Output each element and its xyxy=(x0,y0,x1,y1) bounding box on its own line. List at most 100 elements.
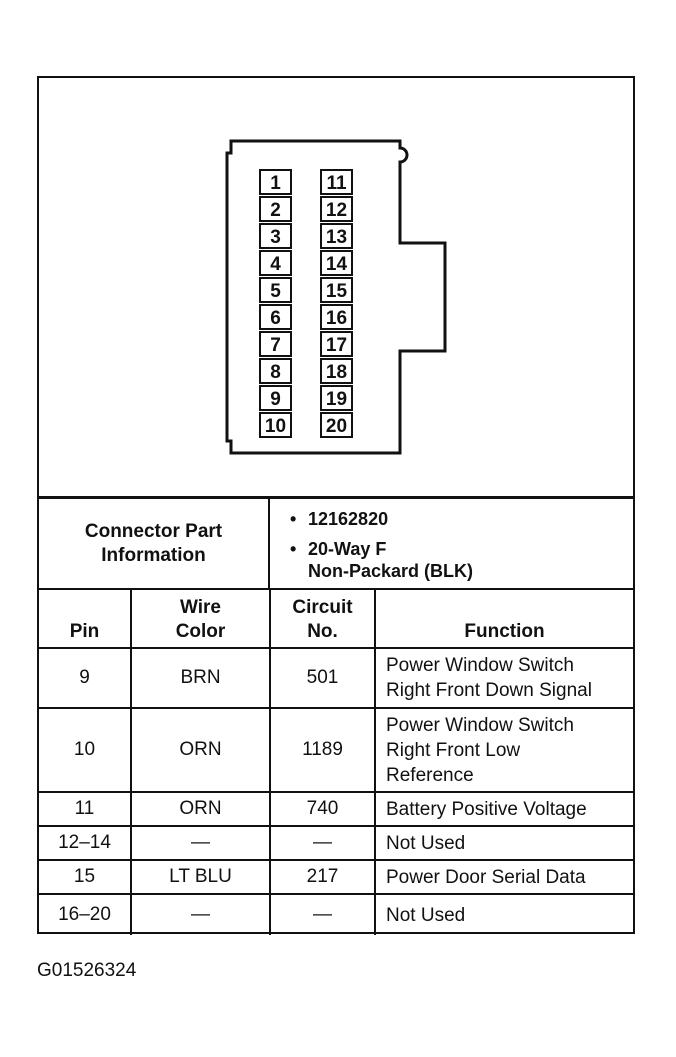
pin-cell-20 xyxy=(320,412,353,438)
pin-cell: 11 xyxy=(39,791,132,827)
pin-number-12: 12 xyxy=(326,200,347,221)
pin-cell-18 xyxy=(320,358,353,384)
connector-desc-line1: 20-Way F xyxy=(290,538,633,560)
header-circuit-line1: Circuit xyxy=(292,597,353,618)
info-details: 12162820 20-Way F Non-Packard (BLK) xyxy=(270,499,633,588)
pin-number-3: 3 xyxy=(270,227,281,248)
table-row: 12–14——Not Used xyxy=(39,825,633,861)
header-circuit-line2: No. xyxy=(307,621,338,642)
pin-cell: 9 xyxy=(39,647,132,709)
pin-cell-5 xyxy=(259,277,292,303)
header-pin: Pin xyxy=(39,588,132,649)
wire-color-cell: LT BLU xyxy=(130,859,271,895)
pin-number-9: 9 xyxy=(270,389,281,410)
function-cell: Not Used xyxy=(374,825,633,861)
pin-number-16: 16 xyxy=(326,308,347,329)
circuit-cell: 217 xyxy=(269,859,376,895)
pin-cell: 16–20 xyxy=(39,893,132,935)
header-wire-color: Wire Color xyxy=(130,588,271,649)
wire-color-cell: ORN xyxy=(130,791,271,827)
header-function: Function xyxy=(374,588,633,649)
pin-number-6: 6 xyxy=(270,308,281,329)
pin-number-11: 11 xyxy=(326,173,347,194)
pin-cell-10 xyxy=(259,412,292,438)
wire-color-cell: BRN xyxy=(130,647,271,709)
circuit-cell: 501 xyxy=(269,647,376,709)
function-line: Not Used xyxy=(386,904,466,926)
pin-number-18: 18 xyxy=(326,362,347,383)
pin-cell-14 xyxy=(320,250,353,276)
pin-number-15: 15 xyxy=(326,281,348,302)
pin-cell-13 xyxy=(320,223,353,249)
function-line: Right Front Down Signal xyxy=(386,680,592,701)
pin-number-2: 2 xyxy=(270,200,281,221)
pin-cell-7 xyxy=(259,331,292,357)
pin-number-19: 19 xyxy=(326,389,347,410)
pin-cell-11 xyxy=(320,169,353,195)
pin-cell-3 xyxy=(259,223,292,249)
info-label-line2: Information xyxy=(101,544,206,566)
pin-number-8: 8 xyxy=(270,362,281,383)
pin-cell-19 xyxy=(320,385,353,411)
pin-cell-15 xyxy=(320,277,353,303)
header-circuit: Circuit No. xyxy=(269,588,376,649)
pin-cell: 10 xyxy=(39,707,132,793)
function-line: Power Door Serial Data xyxy=(386,866,586,888)
circuit-cell: — xyxy=(269,893,376,935)
wire-color-cell: — xyxy=(130,893,271,935)
pin-cell-4 xyxy=(259,250,292,276)
circuit-cell: 740 xyxy=(269,791,376,827)
pin-cell-8 xyxy=(259,358,292,384)
function-cell: Battery Positive Voltage xyxy=(374,791,633,827)
function-cell: Not Used xyxy=(374,893,633,935)
pin-cell-12 xyxy=(320,196,353,222)
pin-number-7: 7 xyxy=(270,335,281,356)
pin-cell-9 xyxy=(259,385,292,411)
table-row: 16–20——Not Used xyxy=(39,893,633,935)
header-wire-line1: Wire xyxy=(179,597,221,618)
pin-cell-16 xyxy=(320,304,353,330)
pin-number-20: 20 xyxy=(326,416,347,437)
figure-id: G01526324 xyxy=(37,960,137,981)
pin-number-1: 1 xyxy=(270,173,281,194)
function-line: Power Window Switch xyxy=(386,655,574,676)
pin-number-5: 5 xyxy=(270,281,281,302)
pin-number-13: 13 xyxy=(326,227,347,248)
info-label-line1: Connector Part xyxy=(84,520,223,542)
circuit-cell: 1189 xyxy=(269,707,376,793)
connector-part-info: Connector Part Information 12162820 20-W… xyxy=(39,496,633,588)
function-cell: Power Door Serial Data xyxy=(374,859,633,895)
connector-desc-line2: Non-Packard (BLK) xyxy=(308,561,474,581)
part-number: 12162820 xyxy=(290,508,633,530)
circuit-cell: — xyxy=(269,825,376,861)
function-line: Reference xyxy=(386,764,474,786)
pin-number-10: 10 xyxy=(265,416,286,437)
function-line: Right Front Low xyxy=(386,739,521,761)
header-wire-line2: Color xyxy=(175,621,226,642)
connector-outline xyxy=(225,139,447,455)
wire-color-cell: ORN xyxy=(130,707,271,793)
pin-cell-6 xyxy=(259,304,292,330)
pin-cell-2 xyxy=(259,196,292,222)
pin-cell: 12–14 xyxy=(39,825,132,861)
wire-color-cell: — xyxy=(130,825,271,861)
function-line: Battery Positive Voltage xyxy=(386,798,587,820)
function-line: Power Window Switch xyxy=(386,714,574,736)
info-label: Connector Part Information xyxy=(39,499,270,588)
pin-cell-17 xyxy=(320,331,353,357)
pin-number-14: 14 xyxy=(326,254,348,275)
function-line: Not Used xyxy=(386,832,466,854)
pin-cell-1 xyxy=(259,169,292,195)
